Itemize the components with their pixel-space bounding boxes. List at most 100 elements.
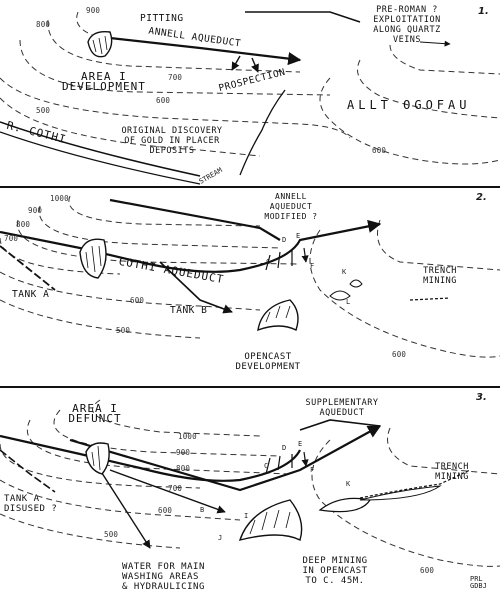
water-line-2: WASHING AREAS bbox=[122, 572, 199, 582]
contour-700-p2 bbox=[0, 237, 121, 275]
veins-arrow bbox=[419, 40, 451, 47]
contour-1000-p2 bbox=[68, 195, 261, 227]
supp-line-2: AQUEDUCT bbox=[319, 408, 365, 418]
prospection-branch bbox=[231, 55, 241, 71]
panel-2-drawing bbox=[0, 195, 500, 358]
contour-allt2-p3 bbox=[387, 427, 500, 475]
tank-a-disused bbox=[0, 449, 56, 493]
contour-allt-p3 bbox=[311, 439, 500, 567]
label-original-discovery: ORIGINAL DISCOVERY OF GOLD IN PLACER DEP… bbox=[108, 126, 236, 156]
letter-k-p3: K bbox=[346, 480, 351, 488]
stream-line bbox=[239, 89, 286, 176]
pre-roman-line-1: PRE-ROMAN ? bbox=[376, 5, 438, 15]
panel-number-2: 2. bbox=[476, 192, 487, 203]
label-opencast-development: OPENCAST DEVELOPMENT bbox=[218, 352, 318, 372]
tank-disused-line-2: DISUSED ? bbox=[4, 504, 58, 514]
panel-1-border bbox=[0, 186, 500, 188]
area-line-2: DEVELOPMENT bbox=[62, 80, 146, 93]
letter-f-p2: F bbox=[310, 262, 315, 270]
letter-d-p2: D bbox=[282, 236, 287, 244]
annell-aqueduct-p1 bbox=[109, 36, 302, 66]
contour-label-1000-p2: 1000 bbox=[50, 194, 69, 203]
panel-2-border bbox=[0, 386, 500, 388]
contour-label-800-p1: 800 bbox=[36, 20, 51, 29]
contour-500-p3 bbox=[0, 513, 181, 549]
label-area-1-development: AREA I DEVELOPMENT bbox=[62, 70, 146, 93]
contour-label-700-p3: 700 bbox=[168, 484, 183, 493]
label-trench-mining-p3: TRENCH MINING bbox=[420, 462, 484, 482]
letter-k-p2: K bbox=[342, 268, 347, 276]
water-line-1: WATER FOR MAIN bbox=[122, 562, 205, 572]
prospection-branch-2 bbox=[251, 57, 259, 73]
pre-roman-line-2: EXPLOITATION bbox=[373, 15, 441, 25]
panel-3-features bbox=[0, 419, 471, 549]
label-supplementary-aqueduct: SUPPLEMENTARY AQUEDUCT bbox=[292, 398, 392, 418]
contour-label-700-p1: 700 bbox=[168, 73, 183, 82]
panel-1-features bbox=[0, 11, 451, 185]
annell-mod-line-1: ANNELL bbox=[275, 192, 307, 201]
contour-label-500-p1: 500 bbox=[36, 106, 51, 115]
cothi-river-p1 bbox=[0, 121, 201, 177]
signature-initials: PRL GDBJ bbox=[470, 576, 487, 590]
contour-label-500-p3: 500 bbox=[104, 530, 119, 539]
deep-line-3: TO c. 45m. bbox=[305, 576, 365, 586]
contour-900-p2 bbox=[38, 205, 281, 249]
label-area-1-defunct: AREA I DEFUNCT bbox=[60, 402, 130, 425]
feeders-p2 bbox=[265, 247, 306, 271]
contour-allt2-p1 bbox=[357, 59, 500, 119]
contour-label-500-p2: 500 bbox=[116, 326, 131, 335]
annell-mod-line-2: AQUEDUCT bbox=[269, 202, 313, 211]
label-water-main-washing: WATER FOR MAIN WASHING AREAS & HYDRAULIC… bbox=[122, 562, 205, 592]
contour-label-600b-p1: 600 bbox=[372, 146, 387, 155]
defunct-line-2: DEFUNCT bbox=[68, 412, 122, 425]
label-pitting: PITTING bbox=[140, 13, 184, 24]
contour-700-p1 bbox=[19, 39, 331, 96]
label-pre-roman: PRE-ROMAN ? EXPLOITATION ALONG QUARTZ VE… bbox=[352, 5, 462, 45]
contour-600-p2 bbox=[0, 271, 261, 311]
water-line-3: & HYDRAULICING bbox=[122, 582, 205, 592]
opencast-pit-p2 bbox=[257, 299, 299, 332]
signature-line-1: PRL bbox=[470, 575, 483, 583]
label-tank-a-disused: TANK A DISUSED ? bbox=[4, 494, 57, 514]
contour-label-600-p1: 600 bbox=[156, 96, 171, 105]
contour-900-p3 bbox=[53, 409, 281, 457]
contour-label-700-p2: 700 bbox=[4, 234, 19, 243]
letter-f-p3: F bbox=[310, 466, 315, 474]
pitting-line bbox=[245, 11, 361, 23]
contour-label-900-p1: 900 bbox=[86, 6, 101, 15]
original-line-3: DEPOSITS bbox=[149, 146, 195, 156]
contour-label-900-p3: 900 bbox=[176, 448, 191, 457]
feeders-p3 bbox=[265, 451, 306, 475]
defunct-line-1: AREA I bbox=[72, 402, 118, 415]
cothi-aqueduct-p2 bbox=[0, 219, 382, 273]
supp-line-1: SUPPLEMENTARY bbox=[305, 398, 379, 408]
supplementary-branch bbox=[299, 419, 381, 431]
letter-d-p3: D bbox=[282, 444, 287, 452]
panel-number-1: 1. bbox=[478, 6, 489, 17]
letter-c-p2: C bbox=[266, 258, 271, 266]
signature-line-2: GDBJ bbox=[470, 582, 487, 590]
label-tank-a-p2: TANK A bbox=[12, 289, 50, 300]
pre-roman-line-3: ALONG QUARTZ bbox=[373, 25, 441, 35]
letter-l-p2: L bbox=[346, 298, 351, 306]
contour-500-p2 bbox=[0, 299, 201, 339]
contour-allt3-p1 bbox=[389, 44, 500, 75]
opencast-line-2: DEVELOPMENT bbox=[235, 362, 301, 372]
pre-roman-line-4: VEINS bbox=[392, 35, 422, 45]
contour-600-p1 bbox=[0, 77, 351, 139]
label-trench-mining-p2: TRENCH MINING bbox=[408, 266, 472, 286]
contour-800-p3 bbox=[26, 419, 291, 475]
deep-line-2: IN OPENCAST bbox=[302, 566, 368, 576]
letter-j-p3: J bbox=[218, 534, 223, 542]
contour-label-600-p2: 600 bbox=[130, 296, 145, 305]
area-line-1: AREA I bbox=[81, 70, 127, 83]
contour-label-800-p3: 800 bbox=[176, 464, 191, 473]
trench-line-1-p2: TRENCH bbox=[423, 266, 457, 276]
area-1-rock-p1 bbox=[87, 31, 113, 58]
area-1-rock-p2 bbox=[79, 238, 107, 279]
tank-disused-line-1: TANK A bbox=[4, 494, 40, 504]
panel-1-drawing bbox=[0, 11, 500, 165]
contour-label-600-p3: 600 bbox=[158, 506, 173, 515]
annell-mod-line-3: MODIFIED ? bbox=[264, 212, 318, 221]
deep-line-1: DEEP MINING bbox=[302, 556, 368, 566]
